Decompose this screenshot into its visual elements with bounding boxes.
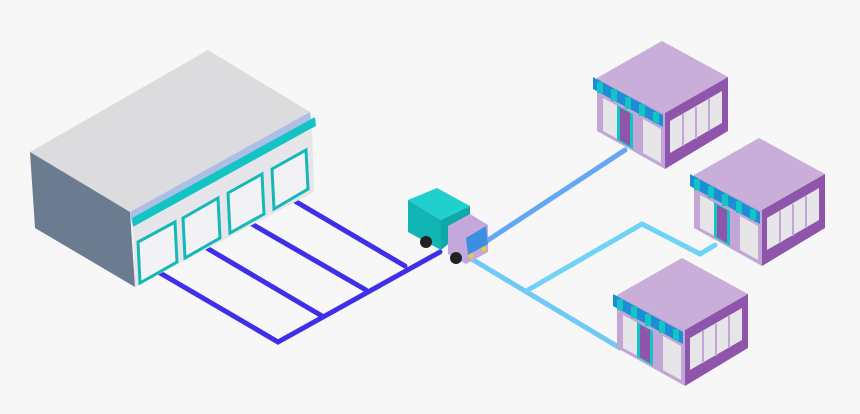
route-store-2: [525, 221, 718, 293]
truck-headlight: [481, 246, 487, 252]
route-store-1: [467, 147, 628, 255]
warehouse-front: [133, 128, 314, 287]
route-door-1: [152, 249, 443, 345]
loading-door-3: [226, 171, 266, 236]
truck-wheel-front: [450, 252, 462, 264]
store-routes: [467, 147, 718, 351]
loading-door-1: [136, 219, 179, 286]
route-store-3: [467, 255, 623, 351]
truck-cargo-side: [408, 200, 441, 250]
route-door-2: [197, 241, 325, 319]
warehouse-side: [30, 152, 135, 287]
truck-headlight: [468, 253, 474, 259]
loading-door-2: [181, 195, 222, 261]
warehouse-routes: [152, 194, 443, 345]
loading-doors: [136, 147, 310, 286]
route-door-4: [285, 194, 408, 269]
loading-door-4: [270, 147, 310, 212]
truck-windshield: [466, 226, 488, 255]
delivery-truck: [408, 188, 488, 264]
warehouse: [30, 50, 316, 287]
warehouse-canopy: [132, 117, 316, 227]
warehouse-roof: [30, 50, 310, 212]
truck-cargo-top: [408, 188, 470, 220]
route-door-3: [242, 217, 369, 293]
truck-wheel-rear: [420, 236, 432, 248]
